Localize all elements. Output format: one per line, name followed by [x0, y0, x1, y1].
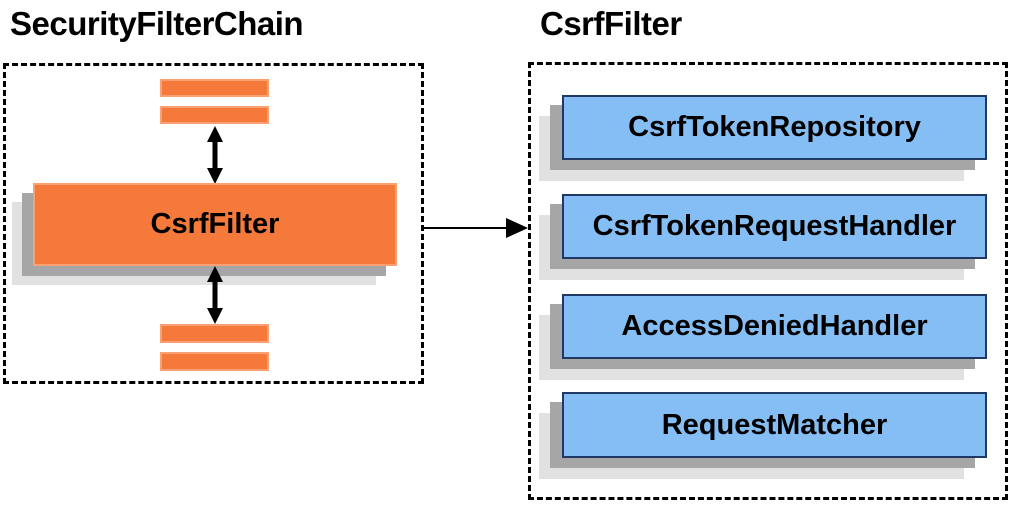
arrow-right-icon — [424, 218, 528, 238]
csrf-filter-node-label: CsrfFilter — [150, 208, 280, 240]
csrf-filter-container — [528, 62, 1008, 500]
bidirectional-arrow-top-icon — [207, 126, 223, 184]
component-box-csrf-token-request-handler: CsrfTokenRequestHandler — [562, 194, 987, 259]
component-label: CsrfTokenRepository — [628, 111, 921, 143]
csrf-filter-title: CsrfFilter — [540, 5, 682, 42]
component-label: AccessDeniedHandler — [621, 310, 928, 342]
component-label: RequestMatcher — [661, 408, 888, 441]
security-filter-chain-title: SecurityFilterChain — [10, 5, 304, 42]
filter-bar-bottom-1 — [160, 324, 269, 343]
filter-bar-top-1 — [160, 79, 269, 97]
filter-bar-top-2 — [160, 106, 269, 124]
component-box-request-matcher: RequestMatcher — [562, 392, 987, 458]
filter-bar-bottom-2 — [160, 352, 269, 371]
component-box-csrf-token-repository: CsrfTokenRepository — [562, 95, 987, 160]
security-filter-chain-container — [3, 63, 424, 384]
bidirectional-arrow-bottom-icon — [207, 266, 223, 324]
csrf-filter-node: CsrfFilter — [33, 183, 397, 266]
component-label: CsrfTokenRequestHandler — [592, 210, 957, 242]
component-box-access-denied-handler: AccessDeniedHandler — [562, 294, 987, 359]
